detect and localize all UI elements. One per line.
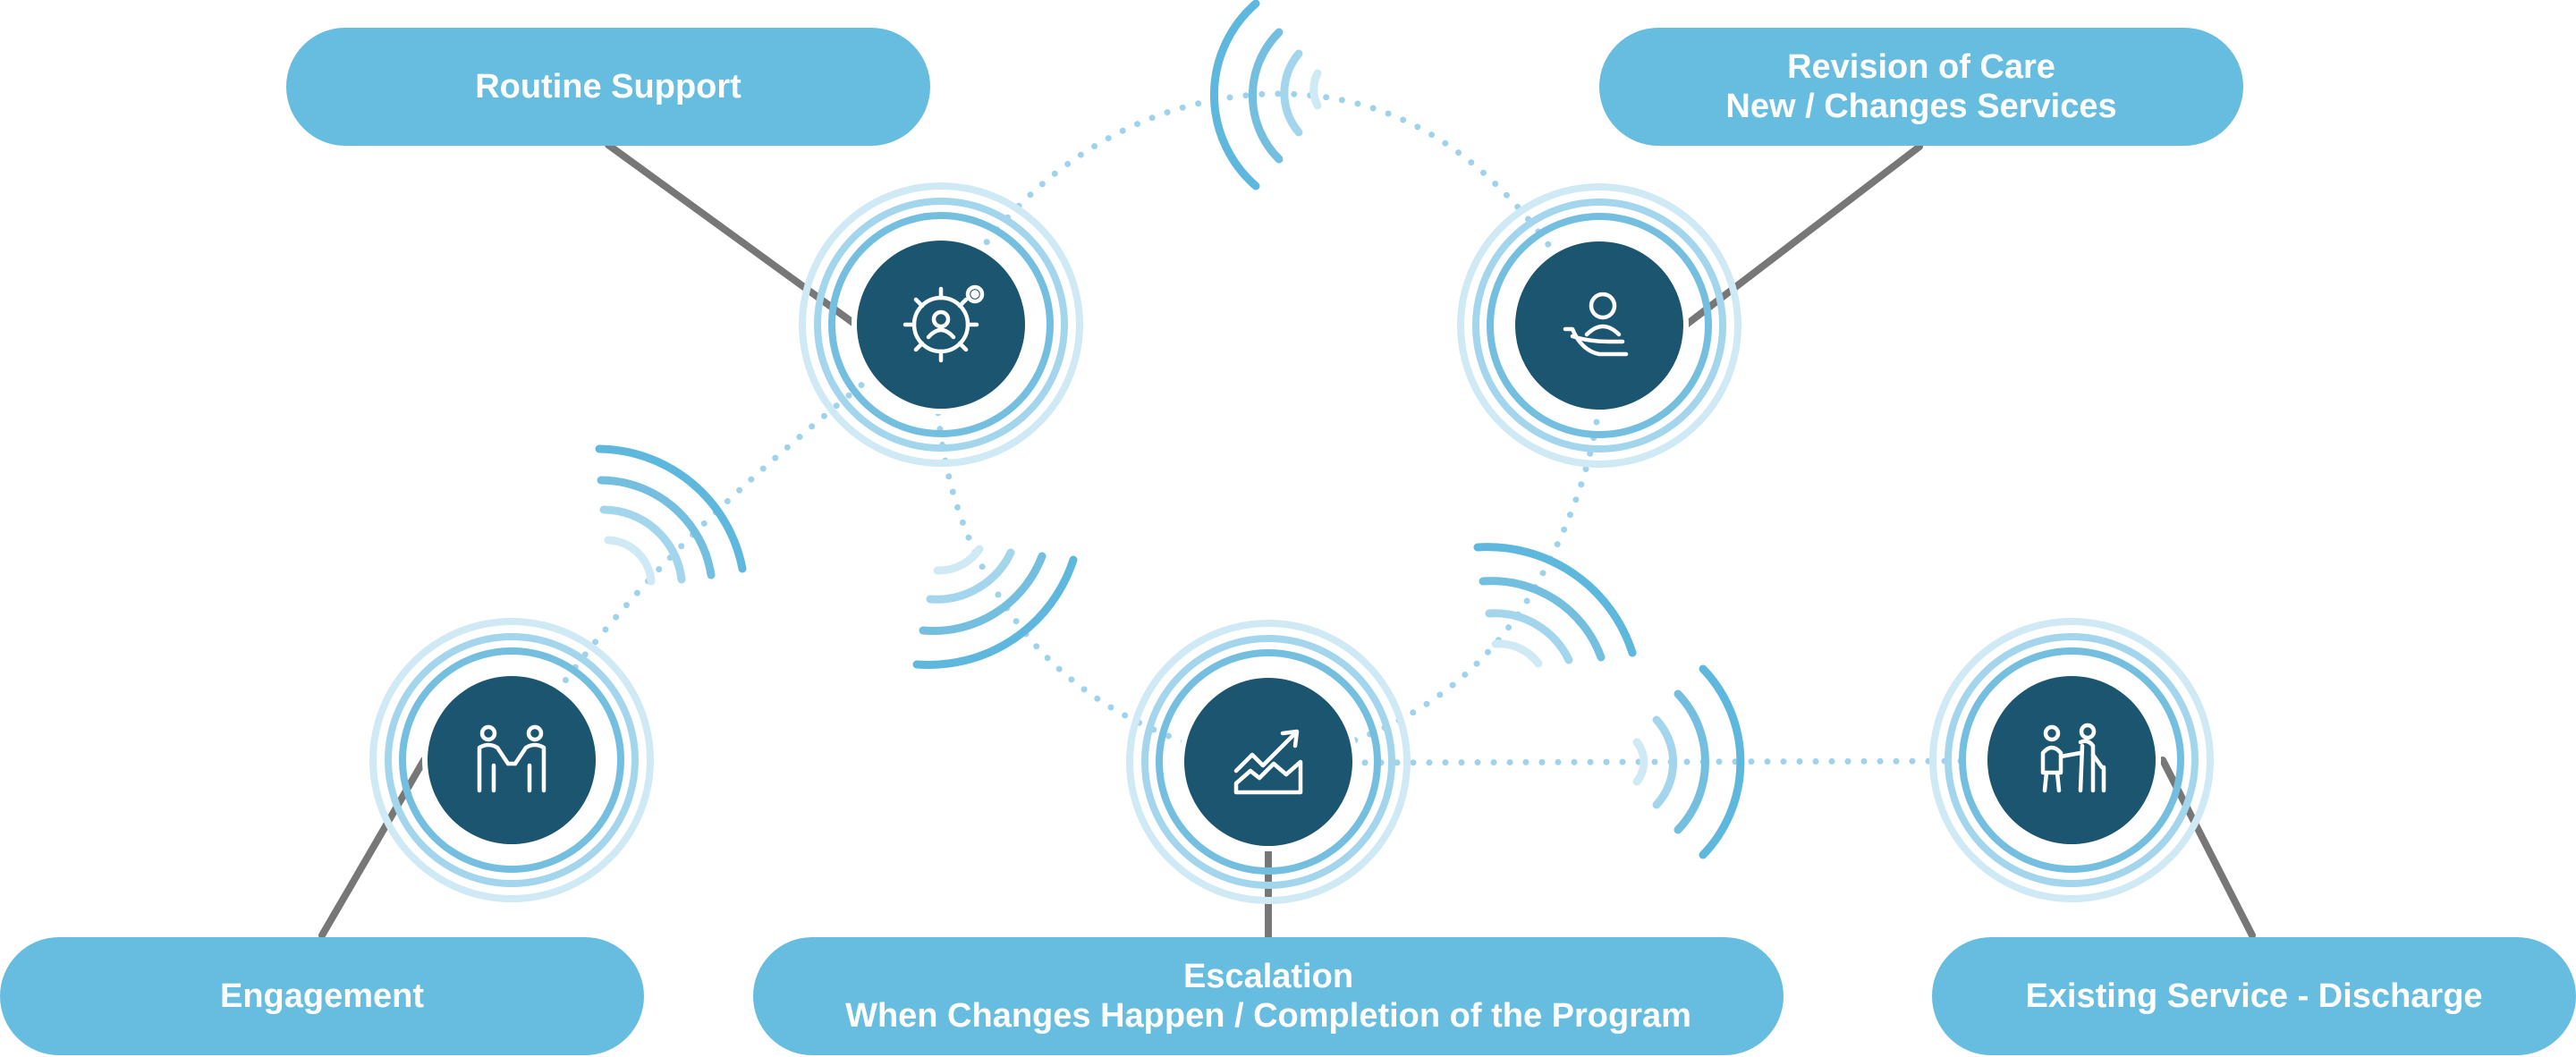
revision-line2-text: New / Changes Services [1725, 88, 2117, 125]
revision-line1-text: Revision of Care [1787, 48, 2055, 86]
trend-up-chart-icon [1233, 729, 1303, 795]
handshake-people-icon [477, 724, 547, 793]
signal-wave-right [1632, 664, 1745, 859]
signal-wave-center-right [1473, 543, 1637, 668]
node-escalation [1126, 620, 1411, 904]
discharge-text: Existing Service - Discharge [2025, 977, 2483, 1015]
label-discharge: Existing Service - Discharge [1932, 937, 2576, 1055]
connector-revision [1682, 143, 1923, 329]
signal-wave-center-left [912, 545, 1078, 670]
routine-support-text: Routine Support [475, 68, 741, 106]
signal-wave-top [1209, 0, 1322, 190]
connector-routine-support [605, 141, 860, 329]
node-engagement [369, 618, 654, 902]
dotted-engagement-to-routine [508, 354, 898, 764]
signal-wave-left [595, 444, 747, 586]
dotted-paths [508, 90, 1971, 766]
label-engagement: Engagement [0, 937, 644, 1055]
elderly-people-icon [2040, 723, 2106, 793]
dotted-escalation-to-discharge [1329, 757, 1971, 766]
escalation-line1-text: Escalation [1182, 958, 1354, 995]
label-routine-support: Routine Support [286, 28, 930, 146]
gear-person-icon [902, 284, 985, 363]
node-revision-of-care [1457, 183, 1741, 468]
label-escalation: Escalation When Changes Happen / Complet… [753, 937, 1784, 1055]
hand-person-icon [1563, 292, 1629, 357]
engagement-text: Engagement [219, 977, 425, 1015]
node-routine-support [799, 182, 1083, 467]
node-discharge [1929, 618, 2214, 902]
label-revision-of-care: Revision of Care New / Changes Services [1599, 28, 2243, 146]
escalation-line2-text: When Changes Happen / Completion of the … [845, 997, 1691, 1035]
